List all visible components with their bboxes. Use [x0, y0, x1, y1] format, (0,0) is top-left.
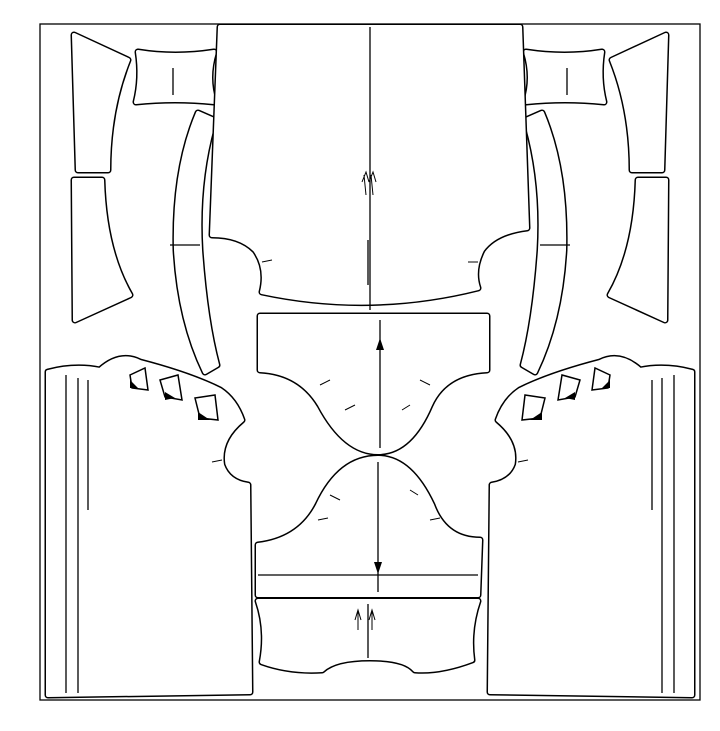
center-pieces: [212, 27, 528, 670]
grainline-arrow-icon: [354, 608, 376, 630]
left-pieces: [48, 35, 250, 695]
right-pieces: [490, 35, 692, 695]
grainline-arrow-icon: [361, 170, 377, 196]
notch-mark-icon: [211, 259, 529, 521]
